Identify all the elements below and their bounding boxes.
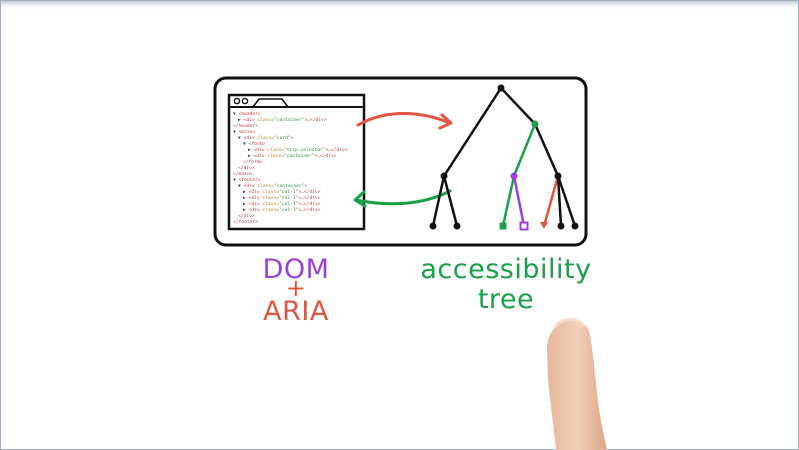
code-line: ▼ <div class="card">	[238, 135, 294, 141]
code-line: ▶ <div class="col-1">…</div>	[243, 207, 321, 213]
tree-node	[510, 172, 518, 180]
code-line: ▶ <div class="col-1">…</div>	[243, 195, 321, 201]
label-accessibility: accessibility	[420, 254, 592, 285]
code-line: ▼ <header>	[233, 111, 261, 117]
label-dom: DOM	[262, 254, 330, 285]
tree-leaf	[557, 222, 565, 230]
arrow-dom-to-tree	[356, 112, 452, 127]
arrow-tree-to-dom	[354, 189, 452, 206]
browser-frame	[227, 93, 366, 231]
tree-node	[440, 172, 448, 180]
code-line: ▶ <div class="col-1">…</div>	[243, 201, 321, 207]
code-line: ▼ <form>	[243, 141, 265, 147]
code-line: ▼ <div class="container">	[238, 183, 307, 189]
code-line: ▶ <div class="col-1">…</div>	[243, 189, 321, 195]
tree-leaf-square-outline	[519, 221, 529, 231]
code-line: </header>	[233, 123, 258, 129]
tree-leaf	[429, 222, 437, 230]
code-line: </div>	[238, 165, 255, 171]
browser-tab-icon	[252, 98, 289, 108]
code-line: </footer>	[233, 219, 258, 225]
arrow-head-right-icon	[438, 113, 453, 130]
code-line: ▶ <div class="container">…</div>	[238, 117, 327, 123]
tree-leaf-square	[499, 222, 507, 230]
tree-node	[554, 172, 562, 180]
code-line: ▶ <div class="trip-selector">…</div>	[248, 147, 348, 153]
label-aria: ARIA	[263, 296, 329, 327]
accessibility-tree	[429, 84, 579, 231]
code-line: </div>	[238, 213, 255, 219]
code-line: </main>	[233, 171, 253, 177]
code-line: </form>	[243, 159, 263, 165]
code-line: ▶ <div class="container">…</div>	[248, 153, 337, 159]
window-dot-icon	[241, 97, 249, 105]
code-line: ▼ <footer>	[233, 177, 261, 183]
window-dot-icon	[233, 97, 241, 105]
tree-root-node	[497, 84, 505, 92]
tree-node	[531, 120, 539, 128]
arrow-head-left-icon	[353, 190, 367, 208]
pointing-finger-image	[547, 317, 608, 450]
label-tree: tree	[477, 284, 535, 315]
label-plus: +	[285, 274, 307, 302]
code-line: ▼ <main>	[233, 129, 255, 135]
dom-code-listing: ▼ <header>▶ <div class="container">…</di…	[233, 111, 348, 225]
tree-leaf	[453, 222, 461, 230]
tree-leaf	[571, 222, 579, 230]
tree-leaf-triangle	[540, 222, 548, 229]
browser-window: ▼ <header>▶ <div class="container">…</di…	[227, 93, 366, 231]
